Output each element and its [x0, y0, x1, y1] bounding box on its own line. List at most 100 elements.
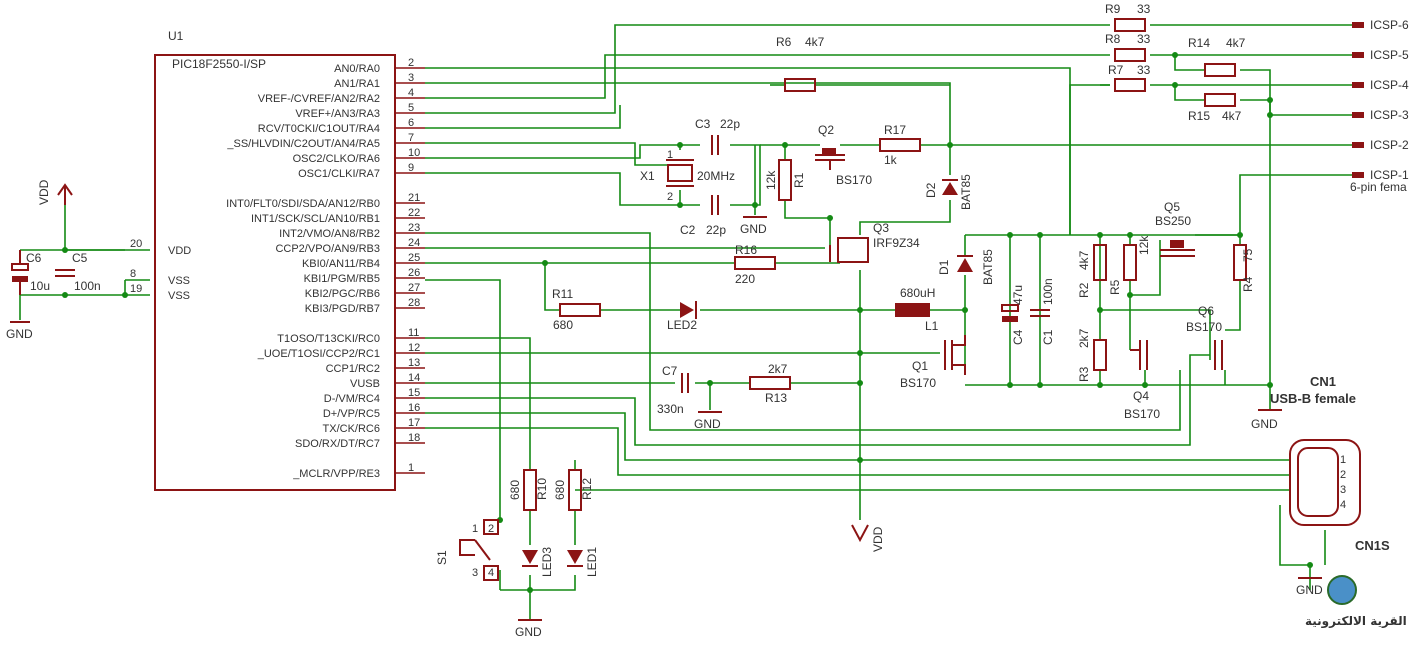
mcu-pin-number: 13 — [408, 357, 420, 369]
svg-text:75: 75 — [1241, 248, 1255, 262]
svg-text:LED2: LED2 — [667, 318, 697, 332]
resistor-r16: R16 220 — [734, 243, 776, 286]
svg-text:R4: R4 — [1241, 276, 1255, 292]
svg-text:Q3: Q3 — [873, 221, 889, 235]
svg-text:4: 4 — [1340, 499, 1346, 511]
crystal-x1: X1 20MHz 1 2 — [640, 149, 735, 203]
mcu-pin-label: AN0/RA0 — [334, 63, 380, 75]
mosfet-q6: Q6 BS170 — [1186, 304, 1223, 370]
mcu-pin-number: 1 — [408, 462, 414, 474]
icsp-pin-marker — [1352, 22, 1364, 28]
svg-text:Q5: Q5 — [1164, 200, 1180, 214]
capacitor-c6: C6 10u — [11, 250, 50, 295]
svg-text:GND: GND — [1296, 583, 1323, 597]
mcu-pin-number: 17 — [408, 417, 420, 429]
svg-text:680uH: 680uH — [900, 286, 935, 300]
svg-text:C2: C2 — [680, 223, 696, 237]
svg-text:20MHz: 20MHz — [697, 169, 735, 183]
capacitor-c4: C4 47u — [1001, 285, 1025, 345]
svg-text:47u: 47u — [1011, 285, 1025, 305]
mcu-pin-number: 6 — [408, 117, 414, 129]
svg-text:R14: R14 — [1188, 36, 1210, 50]
led-led1: LED1 — [567, 547, 599, 577]
mcu-pin-label: VUSB — [350, 378, 380, 390]
mosfet-q1: Q1 BS170 — [900, 335, 966, 390]
mcu-pin-label: TX/CK/RC6 — [323, 423, 380, 435]
svg-text:LED3: LED3 — [540, 547, 554, 577]
mcu-pin-label: KBI1/PGM/RB5 — [304, 273, 380, 285]
svg-text:4k7: 4k7 — [1222, 109, 1242, 123]
svg-text:2k7: 2k7 — [1077, 328, 1091, 348]
svg-text:3: 3 — [472, 567, 478, 579]
svg-text:R16: R16 — [735, 243, 757, 257]
svg-text:C6: C6 — [26, 251, 42, 265]
icsp-pin-label: ICSP-6 — [1370, 18, 1409, 32]
svg-text:4k7: 4k7 — [1226, 36, 1246, 50]
junctions — [62, 52, 1313, 593]
mcu-pin-number: 15 — [408, 387, 420, 399]
svg-text:2: 2 — [667, 191, 673, 203]
svg-text:GND: GND — [1251, 417, 1278, 431]
mcu-pin-number: 16 — [408, 402, 420, 414]
mcu-pin-label: _SS/HLVDIN/C2OUT/AN4/RA5 — [226, 138, 380, 150]
resistor-r6: R6 4k7 — [776, 35, 825, 92]
icsp-pin-label: ICSP-3 — [1370, 108, 1409, 122]
mcu-pin-label: VREF+/AN3/RA3 — [295, 108, 380, 120]
resistor-r14: R14 4k7 — [1188, 36, 1246, 77]
watermark-logo: القرية الالكترونية — [1305, 575, 1407, 629]
svg-text:680: 680 — [553, 318, 573, 332]
svg-text:R2: R2 — [1077, 282, 1091, 298]
svg-text:1k: 1k — [884, 153, 898, 167]
gnd-symbol-cn1: GND — [1251, 409, 1282, 431]
svg-text:680: 680 — [553, 480, 567, 500]
mcu-pin-label: CCP1/RC2 — [326, 363, 380, 375]
svg-text:VDD: VDD — [871, 526, 885, 552]
svg-text:10u: 10u — [30, 279, 50, 293]
svg-text:1: 1 — [472, 523, 478, 535]
gnd-symbol-left: GND — [6, 321, 33, 341]
mcu-power-pin-label: VSS — [168, 275, 190, 287]
gnd-symbol-usb: GND — [1296, 577, 1323, 597]
resistor-r11: R11 680 — [552, 287, 601, 332]
mosfet-q4: Q4 BS170 — [1124, 340, 1160, 421]
svg-text:4k7: 4k7 — [1077, 250, 1091, 270]
mcu-pin-label: INT2/VMO/AN8/RB2 — [279, 228, 380, 240]
mcu-pin-number: 3 — [408, 72, 414, 84]
mcu-pin-label: OSC1/CLKI/RA7 — [298, 168, 380, 180]
svg-text:BS250: BS250 — [1155, 214, 1191, 228]
svg-text:33: 33 — [1137, 2, 1151, 16]
svg-text:BS170: BS170 — [836, 173, 872, 187]
svg-text:22p: 22p — [706, 223, 726, 237]
resistor-r15: R15 4k7 — [1188, 93, 1242, 123]
svg-text:L1: L1 — [925, 319, 939, 333]
gnd-symbol-crystal: GND — [740, 216, 767, 236]
svg-text:BAT85: BAT85 — [981, 249, 995, 285]
svg-text:C4: C4 — [1011, 329, 1025, 345]
mcu-pin-label: INT0/FLT0/SDI/SDA/AN12/RB0 — [226, 198, 380, 210]
mcu-pin-label: AN1/RA1 — [334, 78, 380, 90]
mcu-power-pin-number: 19 — [130, 283, 142, 295]
mcu-power-pin-label: VSS — [168, 290, 190, 302]
svg-text:33: 33 — [1137, 63, 1151, 77]
resistor-r9: R9 33 — [1105, 2, 1151, 32]
svg-text:2: 2 — [1340, 469, 1346, 481]
mcu-pin-number: 9 — [408, 162, 414, 174]
mcu-pin-label: _UOE/T1OSI/CCP2/RC1 — [257, 348, 380, 360]
svg-text:2k7: 2k7 — [768, 362, 788, 376]
mcu-power-pin-label: VDD — [168, 245, 191, 257]
icsp-pin-label: ICSP-2 — [1370, 138, 1409, 152]
svg-text:3: 3 — [1340, 484, 1346, 496]
mcu-pin-number: 25 — [408, 252, 420, 264]
resistor-r17: R17 1k — [879, 123, 921, 167]
capacitor-c3: C3 22p — [695, 117, 740, 155]
svg-text:D1: D1 — [937, 259, 951, 275]
svg-text:X1: X1 — [640, 169, 655, 183]
svg-text:R12: R12 — [580, 478, 594, 500]
capacitor-c7: C7 330n — [657, 364, 689, 416]
capacitor-c1: C1 100n — [1030, 278, 1055, 345]
wires — [19, 24, 1360, 620]
svg-text:Q4: Q4 — [1133, 389, 1149, 403]
